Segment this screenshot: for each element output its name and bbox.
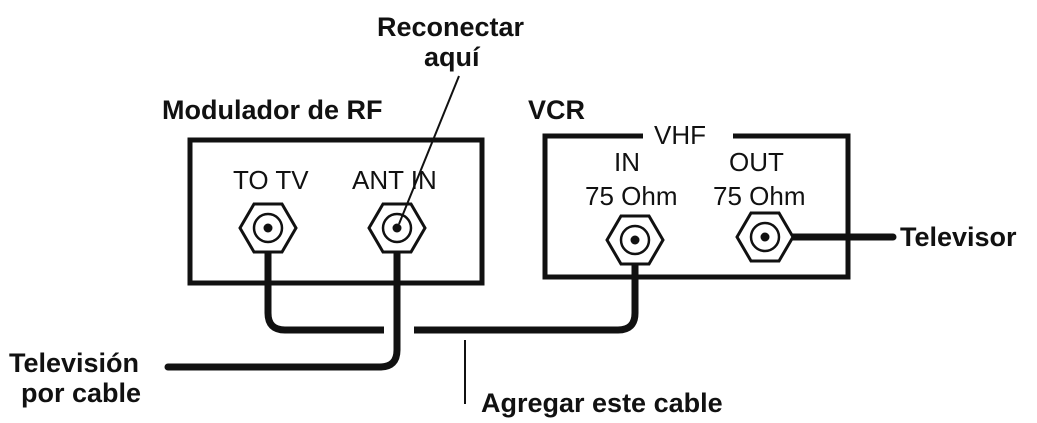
rf-modulator: Modulador de RF TO TV ANT IN (162, 95, 485, 286)
cable-tv-label-line1: Televisión (9, 348, 139, 378)
reconnect-leader-line (398, 75, 460, 225)
television-label: Televisor (900, 222, 1017, 252)
vcr-out-connector-pin (760, 232, 770, 242)
port-label-out-impedance: 75 Ohm (713, 181, 806, 211)
vhf-label-background (643, 118, 733, 150)
connector-to-tv (238, 202, 298, 254)
vhf-band-label: VHF (654, 120, 706, 150)
port-label-out: OUT (729, 147, 784, 177)
vcr-title: VCR (528, 95, 585, 125)
to-tv-connector-pin (263, 223, 273, 233)
connector-vcr-out (735, 211, 795, 263)
connector-ant-in (367, 202, 427, 254)
callouts: Reconectar aquí Televisor Televisión por… (9, 12, 1017, 418)
cable-tv-label-line2: por cable (21, 378, 141, 408)
add-cable-label: Agregar este cable (481, 388, 723, 418)
added-cable (264, 224, 639, 334)
port-label-to-tv: TO TV (233, 165, 309, 195)
cables (164, 224, 897, 371)
vcr-unit: VCR VHF IN 75 Ohm OUT 75 Ohm (528, 95, 851, 280)
cable-tv-line (164, 224, 401, 371)
port-label-in: IN (614, 147, 640, 177)
port-label-ant-in: ANT IN (352, 165, 437, 195)
reconnect-label-line1: Reconectar (377, 12, 525, 42)
ant-in-connector-pin (392, 223, 402, 233)
connector-vcr-in (605, 214, 665, 266)
rf-modulator-title: Modulador de RF (162, 95, 382, 125)
port-label-in-impedance: 75 Ohm (585, 181, 678, 211)
vcr-in-connector-pin (630, 235, 640, 245)
reconnect-label-line2: aquí (424, 42, 481, 72)
rf-modulator-box (187, 137, 485, 286)
